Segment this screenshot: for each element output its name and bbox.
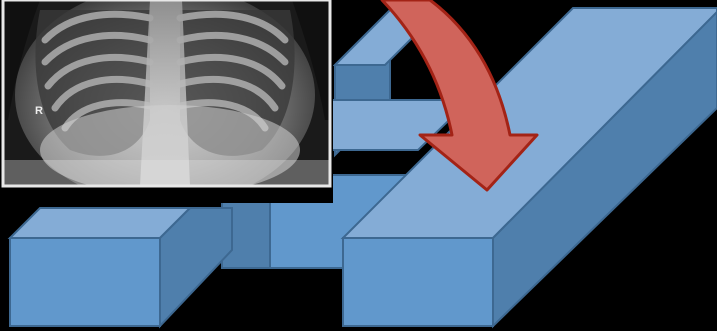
chest-xray-image: R (0, 0, 333, 205)
xray-side-marker: R (35, 105, 43, 117)
left-block (10, 208, 232, 326)
right-block (343, 8, 717, 326)
